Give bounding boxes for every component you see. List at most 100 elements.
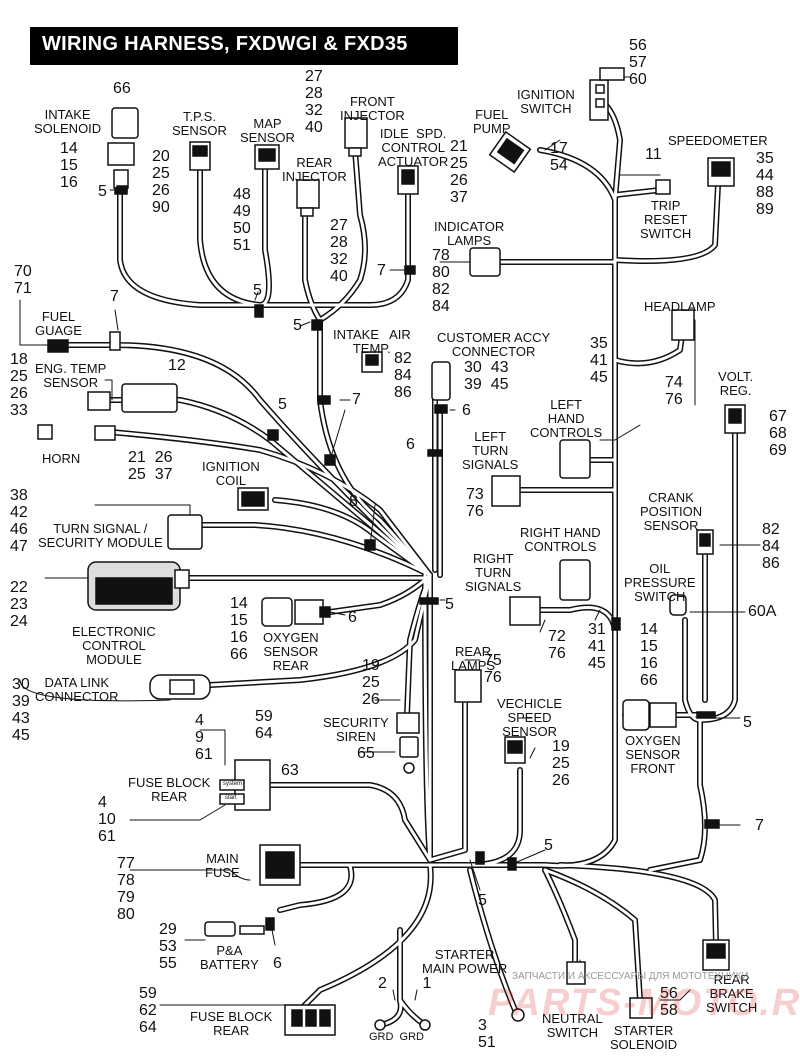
- map-sensor-connector: [254, 144, 280, 170]
- data-link-connector: [149, 674, 211, 700]
- callout-turn-signal-module: 38 42 46 47: [10, 487, 28, 555]
- callout-6-center: 6: [406, 436, 415, 453]
- oil-pressure-switch: [669, 594, 687, 616]
- headlamp-connector: [671, 309, 695, 341]
- callout-fuse-block-top: 4 9 61: [195, 712, 213, 763]
- label-oxygen-front: OXYGEN SENSOR FRONT: [625, 733, 681, 776]
- callout-fuse-block-59-64: 59 64: [255, 708, 273, 742]
- label-front-injector: FRONT INJECTOR: [340, 94, 405, 123]
- rear-brake-switch-connector: [702, 939, 730, 971]
- callout-eng-temp: 18 25 26 33: [10, 351, 28, 419]
- callout-indicator-lamps: 78 80 82 84: [432, 247, 450, 315]
- fuse-block-rear-connector: [219, 759, 271, 811]
- callout-5-intake: 5: [98, 183, 107, 200]
- callout-rear-injector: 27 28 32 40: [330, 217, 348, 285]
- callout-6-oxygen: 6: [348, 609, 357, 626]
- callout-trip-reset: 11: [645, 146, 662, 163]
- label-right-hand-controls: RIGHT HAND CONTROLS: [520, 525, 601, 554]
- label-right-turn-signals: RIGHT TURN SIGNALS: [465, 551, 522, 594]
- watermark-caption: ЗАПЧАСТИ И АКСЕССУАРЫ ДЛЯ МОТОТЕХНИКИ: [512, 971, 749, 982]
- callout-12: 12: [168, 357, 186, 374]
- callout-rear-lamps: 75 76: [484, 652, 502, 686]
- crank-sensor-connector: [696, 529, 714, 555]
- left-turn-signals-connector: [491, 475, 521, 507]
- callout-starter-main-power: 3 51: [478, 1017, 496, 1051]
- label-starter-main-power: STARTER MAIN POWER: [422, 947, 508, 976]
- label-rear-injector: REAR INJECTOR: [282, 155, 347, 184]
- label-neutral-switch: NEUTRAL SWITCH: [542, 1011, 603, 1040]
- harness-wire-fill: [58, 98, 737, 1027]
- label-oil-pressure: OIL PRESSURE SWITCH: [624, 561, 696, 604]
- label-fuel-gauge: FUEL GUAGE: [35, 309, 82, 338]
- label-indicator-lamps: INDICATOR LAMPS: [434, 219, 505, 248]
- callout-map: 48 49 50 51: [233, 186, 251, 254]
- front-injector-connector: [344, 117, 368, 157]
- label-idle-actuator: IDLE SPD. CONTROL ACTUATOR: [378, 126, 449, 169]
- intake-solenoid-connector: [107, 107, 139, 193]
- callout-5-upper: 5: [253, 282, 262, 299]
- tps-sensor-connector: [189, 141, 211, 171]
- callout-6-battery: 6: [273, 955, 282, 972]
- callout-8: 8: [349, 493, 358, 510]
- security-siren-connector: [396, 712, 420, 774]
- label-crank-sensor: CRANK POSITION SENSOR: [640, 490, 703, 533]
- label-pa-battery: P&A BATTERY: [200, 943, 259, 972]
- label-security-siren: SECURITY SIREN: [323, 715, 389, 744]
- label-horn: HORN: [42, 451, 81, 466]
- callout-siren: 65: [357, 745, 375, 762]
- callout-oxygen-front: 14 15 16 66: [640, 621, 658, 689]
- callout-main-fuse: 77 78 79 80: [117, 855, 135, 923]
- label-left-turn-signals: LEFT TURN SIGNALS: [462, 429, 519, 472]
- callout-5-lower-right: 5: [544, 837, 553, 854]
- idle-actuator-connector: [397, 165, 419, 195]
- turn-signal-module-connector: [167, 514, 203, 550]
- label-ignition-switch: IGNITION SWITCH: [517, 87, 575, 116]
- callout-pa-battery: 29 53 55: [159, 921, 177, 972]
- callout-ignition-switch: 56 57 60: [629, 37, 647, 88]
- label-ecm: ELECTRONIC CONTROL MODULE: [72, 624, 156, 667]
- callout-intake-solenoid-66: 66: [113, 80, 131, 97]
- callout-5-center: 5: [445, 596, 454, 613]
- volt-reg-connector: [724, 404, 746, 434]
- label-map-sensor: MAP SENSOR: [240, 116, 295, 145]
- intake-air-temp-connector: [361, 351, 383, 373]
- label-ignition-coil: IGNITION COIL: [202, 459, 260, 488]
- fuel-pump-connector: [488, 130, 532, 174]
- starter-solenoid-connector: [629, 997, 653, 1019]
- label-fuel-pump: FUEL PUMP: [473, 107, 511, 136]
- callout-7-center: 7: [352, 391, 361, 408]
- callout-vss: 19 25 26: [552, 738, 570, 789]
- label-volt-reg: VOLT. REG.: [718, 369, 754, 398]
- callout-5-left: 5: [293, 317, 302, 334]
- diagram-title: WIRING HARNESS, FXDWGI & FXD35: [42, 33, 408, 55]
- callout-fuse-block-bottom: 4 10 61: [98, 794, 116, 845]
- callout-crank: 82 84 86: [762, 521, 780, 572]
- label-rear-brake-switch: REAR BRAKE SWITCH: [706, 972, 758, 1015]
- eng-temp-sensor: [87, 383, 178, 413]
- starter-main-power-lug: [511, 1008, 525, 1022]
- callout-right-hand: 31 41 45: [588, 621, 606, 672]
- oxygen-rear-connector: [261, 597, 324, 627]
- callout-oxygen-rear: 14 15 16 66: [230, 595, 248, 663]
- callout-intake-air: 82 84 86: [394, 350, 412, 401]
- callout-intake-solenoid: 14 15 16: [60, 140, 78, 191]
- ignition-switch-connector: [589, 67, 625, 121]
- label-fuse-block-rear-2: FUSE BLOCK REAR: [190, 1009, 273, 1038]
- customer-accy-connector: [431, 361, 451, 401]
- callout-headlamp: 74 76: [665, 374, 683, 408]
- callout-oil-pressure: 60A: [748, 603, 777, 620]
- label-oxygen-rear: OXYGEN SENSOR REAR: [263, 630, 319, 673]
- callout-speedometer: 35 44 88 89: [756, 150, 774, 218]
- callout-fuse-block-2: 59 62 64: [139, 985, 157, 1036]
- callout-tps: 20 25 26 90: [152, 148, 170, 216]
- horn-connectors: [37, 424, 116, 441]
- callout-idle: 21 25 26 37: [450, 138, 468, 206]
- callout-siren-top: 19 25 26: [362, 657, 380, 708]
- callout-fuse-block-63: 63: [281, 762, 299, 779]
- label-intake-solenoid: INTAKE SOLENOID: [34, 107, 102, 136]
- label-starter-solenoid: STARTER SOLENOID: [610, 1023, 678, 1052]
- label-turn-signal-module: TURN SIGNAL / SECURITY MODULE: [38, 521, 163, 550]
- harness-clips: [114, 187, 720, 931]
